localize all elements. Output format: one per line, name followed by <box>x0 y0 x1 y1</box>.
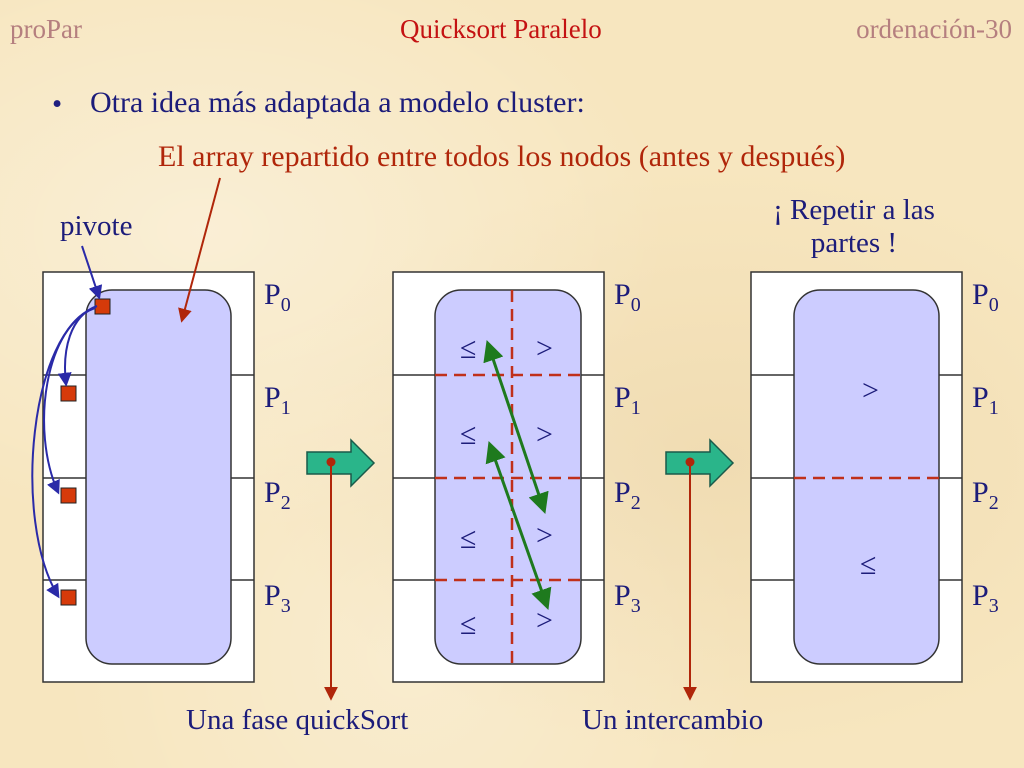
pivot-pointer-arrow <box>81 245 103 300</box>
pivot-label: pivote <box>60 210 133 242</box>
step-arrow-2 <box>665 438 735 488</box>
header-course: proPar <box>10 14 82 44</box>
swap-arrow-p1-p3 <box>485 441 552 610</box>
bullet-text: Otra idea más adaptada a modelo cluster: <box>90 86 585 119</box>
proc-label-c3-p1: P1 <box>972 381 999 419</box>
gt-symbol-p1: > <box>536 418 553 451</box>
gt-symbol-top: > <box>862 374 879 407</box>
bullet-marker: • <box>52 88 63 120</box>
le-symbol-p3: ≤ <box>460 608 476 641</box>
le-symbol-bottom: ≤ <box>860 548 876 581</box>
slide-title: Quicksort Paralelo <box>400 14 602 44</box>
proc-label-c2-p0: P0 <box>614 278 641 316</box>
proc-label-c2-p2: P2 <box>614 476 641 514</box>
step-arrow-1 <box>306 438 376 488</box>
phase-label: Una fase quickSort <box>186 704 409 736</box>
array-column-3: > ≤ <box>750 271 963 683</box>
proc-label-c1-p1: P1 <box>264 381 291 419</box>
slide-number: ordenación-30 <box>856 14 1012 44</box>
gt-symbol-p0: > <box>536 332 553 365</box>
subtitle: El array repartido entre todos los nodos… <box>158 140 846 173</box>
exchange-label: Un intercambio <box>582 704 764 736</box>
broadcast-arrow-p3 <box>31 307 96 599</box>
repeat-note-line2: partes ! <box>810 227 898 259</box>
le-symbol-p1: ≤ <box>460 418 476 451</box>
proc-label-c2-p3: P3 <box>614 579 641 617</box>
le-symbol-p0: ≤ <box>460 332 476 365</box>
distributed-array-1 <box>85 289 232 665</box>
gt-symbol-p2: > <box>536 519 553 552</box>
repeat-note-line1: ¡ Repetir a las <box>773 194 935 226</box>
array-column-2: ≤ > ≤ > ≤ > ≤ > <box>392 271 605 683</box>
proc-label-c1-p3: P3 <box>264 579 291 617</box>
proc-label-c1-p2: P2 <box>264 476 291 514</box>
array-column-1 <box>31 177 255 683</box>
proc-label-c3-p2: P2 <box>972 476 999 514</box>
pivot-copy-p3 <box>60 589 77 606</box>
proc-label-c1-p0: P0 <box>264 278 291 316</box>
repeat-note: ¡ Repetir a las partes ! <box>738 194 970 260</box>
pivot-square <box>94 298 111 315</box>
pivot-copy-p2 <box>60 487 77 504</box>
gt-symbol-p3: > <box>536 604 553 637</box>
le-symbol-p2: ≤ <box>460 522 476 555</box>
pivot-copy-p1 <box>60 385 77 402</box>
array-pointer-arrow <box>178 177 221 323</box>
proc-label-c2-p1: P1 <box>614 381 641 419</box>
processor-labels: P0 P1 P2 P3 P0 P1 P2 P3 P0 P1 P2 P3 <box>264 278 999 617</box>
proc-label-c3-p3: P3 <box>972 579 999 617</box>
proc-label-c3-p0: P0 <box>972 278 999 316</box>
